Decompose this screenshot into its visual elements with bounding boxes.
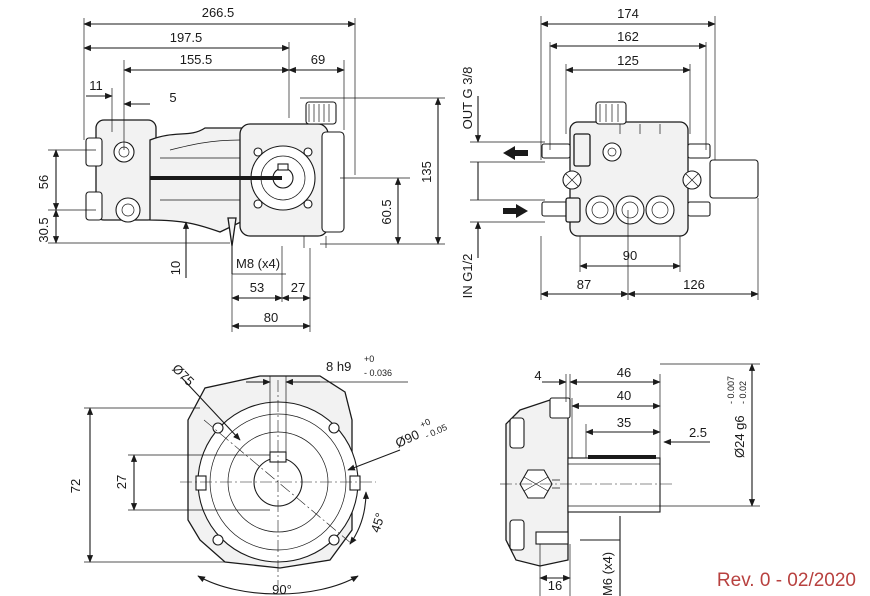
dim-shaft-d24-group: Ø24 g6 - 0.007 - 0.02	[726, 376, 748, 458]
dim-shaft-35: 35	[617, 415, 631, 430]
dim-side-69: 69	[311, 52, 325, 67]
dim-side-56: 56	[36, 175, 51, 189]
revision-label: Rev. 0 - 02/2020	[716, 570, 856, 591]
dim-side-30-5: 30.5	[36, 217, 51, 242]
dim-side-27: 27	[291, 280, 305, 295]
front-view-body	[541, 101, 759, 244]
flange-view: Ø75 8 h9 +0 - 0.036 72 27 45° 90° Ø90 +0…	[68, 354, 449, 596]
tol-d24-upper: - 0.007	[726, 376, 736, 404]
tol-d90-upper: +0	[418, 416, 432, 429]
front-view-dimensions	[470, 16, 759, 300]
tol-d24-lower: - 0.02	[738, 381, 748, 404]
dim-shaft-40: 40	[617, 388, 631, 403]
shaft-view: 4 46 40 35 2.5 16 M6 (x4) Ø24 g6 - 0.007…	[500, 363, 760, 596]
dim-shaft-d24: Ø24 g6	[732, 415, 747, 458]
side-view: 266.5 197.5 155.5 69 11 5 56 30.5 10 135…	[36, 5, 445, 332]
dim-flange-d75: Ø75	[169, 361, 197, 389]
dim-side-53: 53	[250, 280, 264, 295]
dim-side-266-5: 266.5	[202, 5, 235, 20]
shaft-view-body	[500, 397, 672, 567]
dim-flange-90deg: 90°	[272, 582, 292, 596]
front-view: 174 162 125 90 87 126 OUT G 3/8 IN G1/2	[460, 6, 759, 300]
dim-side-197-5: 197.5	[170, 30, 203, 45]
dim-shaft-4: 4	[534, 368, 541, 383]
side-view-dimensions	[48, 18, 445, 332]
port-in-label: IN G1/2	[460, 254, 475, 299]
dim-front-90: 90	[623, 248, 637, 263]
dim-front-174: 174	[617, 6, 639, 21]
dim-flange-27: 27	[114, 475, 129, 489]
dim-front-126: 126	[683, 277, 705, 292]
dim-flange-d90-group: Ø90 +0 - 0.05	[393, 416, 449, 451]
side-view-body	[85, 101, 345, 248]
dim-side-155-5: 155.5	[180, 52, 213, 67]
tol-8h9-lower: - 0.036	[364, 368, 392, 378]
flange-view-dimensions	[84, 376, 408, 595]
flange-view-body	[180, 375, 376, 586]
dim-flange-8h9: 8 h9	[326, 359, 351, 374]
dim-front-162: 162	[617, 29, 639, 44]
port-out-label: OUT G 3/8	[460, 67, 475, 130]
dim-side-m8-x4: M8 (x4)	[236, 256, 280, 271]
dim-side-10: 10	[168, 261, 183, 275]
dim-side-60-5: 60.5	[379, 199, 394, 224]
tol-8h9-upper: +0	[364, 354, 374, 364]
dim-shaft-m6-x4: M6 (x4)	[600, 552, 615, 596]
shaft-view-dimensions	[539, 363, 760, 596]
dim-flange-72: 72	[68, 479, 83, 493]
dim-front-87: 87	[577, 277, 591, 292]
dim-flange-45: 45°	[368, 511, 388, 534]
dim-side-135: 135	[419, 161, 434, 183]
dim-side-11: 11	[89, 78, 103, 93]
dim-flange-d90: Ø90	[393, 427, 422, 451]
dim-front-125: 125	[617, 53, 639, 68]
dim-side-80: 80	[264, 310, 278, 325]
dim-shaft-46: 46	[617, 365, 631, 380]
dim-shaft-16: 16	[548, 578, 562, 593]
dim-side-5: 5	[169, 90, 176, 105]
dim-shaft-2-5: 2.5	[689, 425, 707, 440]
